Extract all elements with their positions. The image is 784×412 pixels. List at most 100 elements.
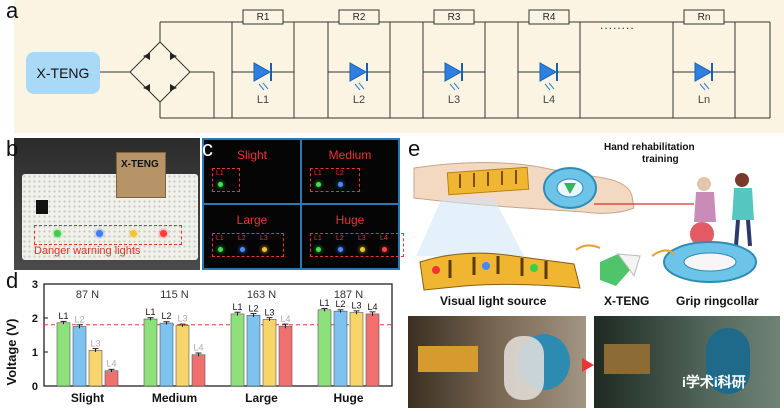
- panel-c-letter: c: [202, 136, 213, 161]
- voltage-bar: [230, 313, 245, 387]
- voltage-bar: [349, 312, 364, 387]
- voltage-bar: [56, 322, 71, 387]
- led-state-highlight-box: [310, 233, 404, 257]
- bar-series-label: L3: [351, 301, 361, 311]
- led-blue: [96, 230, 103, 237]
- panel-a: a X-TENG: [0, 0, 784, 133]
- led-symbol: [539, 62, 558, 82]
- panel-a-letter: a: [6, 0, 19, 23]
- plot-frame: [43, 283, 393, 387]
- force-label: 115 N: [160, 289, 189, 301]
- grip-demo-photo-right: i学术i科研: [594, 316, 780, 408]
- led-glow: [382, 247, 387, 252]
- led-ray: [453, 82, 460, 90]
- resistor-symbol: [242, 9, 284, 25]
- led-red: [160, 230, 167, 237]
- breadboard: [22, 174, 198, 260]
- resistor-label-r1: R1: [256, 12, 270, 23]
- voltage-bar: [278, 325, 293, 387]
- led-symbol: [444, 62, 463, 82]
- x-category-label: Medium: [152, 391, 197, 405]
- led-label-l4: L4: [542, 94, 556, 106]
- led-ray: [544, 83, 551, 91]
- bar-series-label: L4: [280, 314, 290, 324]
- led-ray: [358, 82, 365, 90]
- led-state-title: Slight: [236, 148, 268, 162]
- panel-b-letter: b: [6, 136, 19, 161]
- resistor-label-r3: R3: [447, 12, 461, 23]
- photo-grip-ring-dark: [706, 328, 750, 394]
- led-glow: [316, 182, 321, 187]
- led-state-label: L1: [216, 235, 224, 242]
- bar-series-label: L3: [177, 313, 187, 323]
- panel-b: b X-TENG Danger warning lights: [0, 136, 200, 270]
- x-category-label: Huge: [334, 391, 364, 405]
- voltage-bar: [72, 326, 87, 387]
- force-label: 187 N: [334, 289, 363, 301]
- panel-e: e: [404, 136, 784, 412]
- bar-series-label: L2: [74, 315, 84, 325]
- voltage-bar: [365, 313, 380, 387]
- bar-series-label: L2: [161, 311, 171, 321]
- y-tick-label: 1: [32, 347, 38, 359]
- branch-ellipsis: ........: [600, 18, 635, 32]
- zoom-projection: [416, 198, 524, 256]
- bar-series-label: L3: [90, 338, 100, 348]
- xteng-label: X-TENG: [604, 294, 650, 308]
- xteng-cross: [600, 253, 641, 286]
- led-label-ln: Ln: [697, 94, 711, 106]
- panel-e-letter: e: [408, 136, 421, 161]
- voltage-bar: [104, 370, 119, 387]
- led-symbol: [694, 62, 713, 82]
- led-state-label: L2: [336, 235, 344, 242]
- led-glow: [240, 247, 245, 252]
- led-state-highlight-box: [310, 168, 360, 192]
- x-category-label: Slight: [71, 391, 104, 405]
- bar-series-label: L2: [248, 303, 258, 313]
- led-ray: [548, 82, 555, 90]
- photo-led-strip: [604, 344, 650, 374]
- y-tick-label: 3: [32, 279, 38, 291]
- hand-rehab-label-line2: training: [642, 154, 679, 165]
- led-ray: [699, 83, 706, 91]
- warning-lights-label: Danger warning lights: [34, 245, 141, 257]
- led-glow: [316, 247, 321, 252]
- voltage-bar: [191, 354, 206, 387]
- rectifier-chip: [36, 200, 48, 214]
- visual-light-source: [419, 252, 581, 291]
- voltage-bar: [88, 350, 103, 387]
- y-tick-label: 2: [32, 313, 38, 325]
- led-green: [54, 230, 61, 237]
- voltage-bar: [333, 310, 348, 387]
- bar-series-label: L3: [264, 307, 274, 317]
- resistor-symbol: [683, 9, 725, 25]
- led-state-title: Medium: [328, 148, 372, 162]
- led-ray: [258, 83, 265, 91]
- y-axis-label: Voltage (V): [4, 319, 19, 386]
- led-state-label: L4: [380, 235, 388, 242]
- resistor-label-rn: Rn: [697, 12, 711, 23]
- led-state-label: L1: [314, 235, 322, 242]
- resistor-symbol: [528, 9, 570, 25]
- xteng-source-box: X-TENG: [26, 52, 100, 94]
- therapist-patient-illustration: [690, 173, 754, 247]
- led-state-label: L2: [238, 235, 246, 242]
- led-ray: [262, 82, 269, 90]
- led-state-label: L2: [336, 170, 344, 177]
- voltage-bar: [317, 309, 332, 387]
- led-glow: [218, 182, 223, 187]
- led-ray: [449, 83, 456, 91]
- panel-d-letter: d: [6, 268, 19, 293]
- resistor-symbol: [338, 9, 380, 25]
- led-glow: [338, 182, 343, 187]
- led-glow: [338, 247, 343, 252]
- visual-light-source-label: Visual light source: [440, 294, 547, 308]
- bar-series-label: L4: [193, 343, 203, 353]
- led-state-highlight-box: [212, 168, 240, 192]
- voltage-bar: [159, 322, 174, 387]
- hand-rehab-label-line1: Hand rehabilitation: [604, 142, 695, 153]
